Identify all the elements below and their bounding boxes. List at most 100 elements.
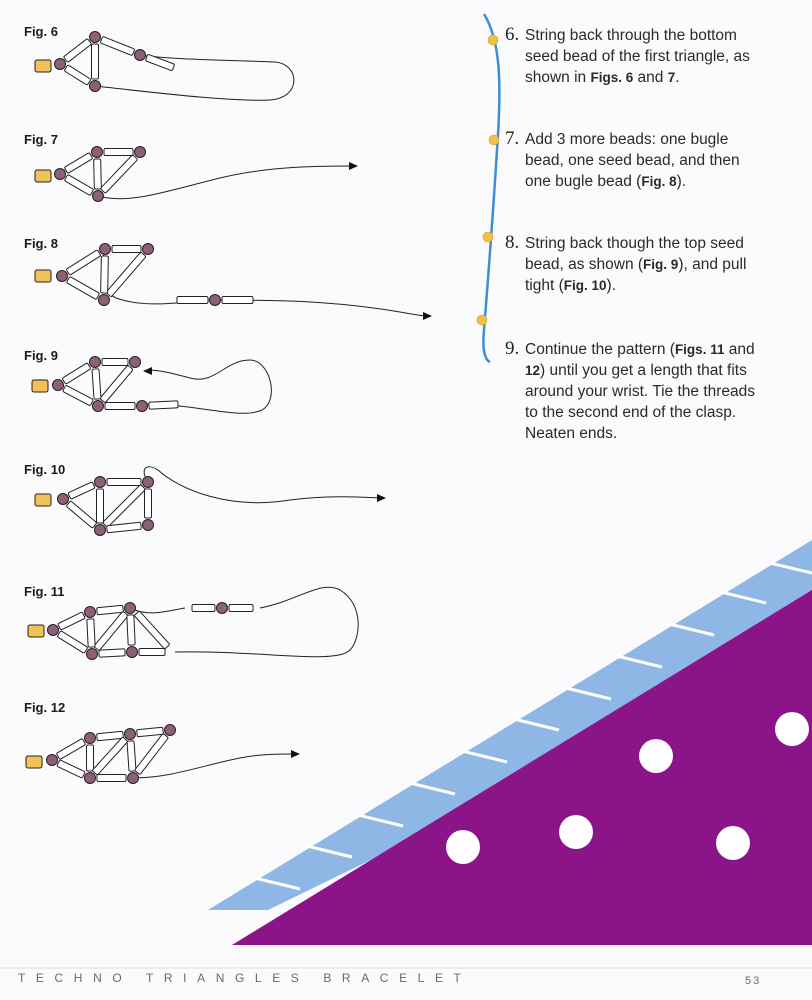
bugle-bead [106, 478, 142, 486]
step-8-line-2: bead, as shown (Fig. 9), and pull [505, 254, 795, 275]
seed-bead [124, 728, 136, 740]
step-9-ref-2: 12 [525, 363, 541, 378]
arrow-icon [143, 367, 152, 375]
bugle-bead [96, 774, 127, 782]
bugle-bead [63, 38, 92, 63]
bugle-bead [126, 614, 136, 646]
step-7-line-2: bead, one seed bead, and then [525, 152, 740, 169]
purple-triangle [232, 590, 812, 945]
step-7-ref: Fig. 8 [641, 174, 677, 189]
bugle-bead [86, 744, 94, 772]
step-8-ref-2: Fig. 10 [563, 278, 607, 293]
flower-icon [487, 34, 499, 46]
step-8-line-3a: tight ( [525, 277, 564, 294]
bugle-bead [62, 385, 94, 406]
bugle-bead [103, 148, 134, 156]
thread-path [141, 359, 272, 414]
bugle-bead [221, 296, 254, 304]
step-7-line-3: one bugle bead (Fig. 8). [505, 171, 795, 192]
fig-12-illustration [25, 724, 300, 784]
bugle-bead [126, 740, 137, 772]
step-8-line-1: String back though the top seed [525, 235, 744, 252]
bugle-bead [66, 249, 101, 276]
step-6-number: 6. [505, 24, 520, 45]
step-9: 9.Continue the pattern (Figs. 11 and 12)… [505, 338, 795, 444]
bugle-bead [138, 648, 166, 656]
bugle-bead [66, 500, 97, 529]
fig-9-illustration [31, 356, 272, 414]
bugle-bead [228, 604, 254, 612]
step-6-line-3: shown in Figs. 6 and 7. [505, 67, 795, 88]
bugle-bead [57, 611, 86, 631]
bugle-bead [100, 255, 109, 294]
bugle-bead [176, 296, 209, 304]
bugle-bead [100, 154, 138, 194]
step-7: 7.Add 3 more beads: one bugle bead, one … [505, 128, 795, 192]
decorative-vine [482, 13, 501, 364]
bugle-bead [144, 488, 152, 519]
step-9-line-2: 12) until you get a length that fits [505, 360, 795, 381]
thread-path [97, 165, 353, 200]
seed-bead [142, 243, 154, 255]
bugle-bead [93, 611, 129, 651]
seed-bead [52, 379, 64, 391]
seed-bead [89, 31, 101, 43]
seed-bead [94, 476, 106, 488]
step-8-line-3b: ). [606, 277, 616, 294]
step-9-ref-1: Figs. 11 [674, 342, 725, 357]
step-8-number: 8. [505, 232, 520, 253]
bugle-bead [148, 400, 179, 410]
step-6-ref-1: Figs. 6 [590, 70, 634, 85]
vine-flowers [476, 34, 500, 326]
fig-10-illustration [34, 466, 386, 536]
fig-8-illustration [34, 243, 432, 320]
seed-bead [94, 524, 106, 536]
fig-11-label: Fig. 11 [24, 584, 65, 599]
footer-title: TECHNO TRIANGLES BRACELET [18, 971, 472, 985]
seed-bead [129, 356, 141, 368]
step-9-line-2-text: ) until you get a length that fits [540, 362, 747, 379]
bugle-bead [86, 618, 96, 648]
seed-bead [124, 602, 136, 614]
bugle-bead [111, 245, 142, 253]
step-8: 8. String back though the top seed bead, … [505, 232, 795, 296]
band-stripes [254, 561, 812, 891]
thread-path [143, 466, 381, 504]
bugle-bead [67, 481, 96, 500]
bugle-bead [93, 158, 102, 190]
arrow-icon [291, 750, 300, 758]
step-6-and: and [633, 69, 668, 86]
seed-bead [92, 400, 104, 412]
bugle-bead [96, 488, 104, 524]
bugle-bead [191, 604, 216, 612]
bugle-bead [134, 610, 170, 650]
seed-bead [89, 356, 101, 368]
arrow-icon [349, 162, 358, 170]
clasp-icon [34, 169, 52, 183]
bugle-bead [66, 276, 100, 300]
seed-bead [89, 80, 101, 92]
flower-icon [482, 231, 494, 243]
fig-11-illustration [27, 586, 359, 660]
bugle-bead [102, 484, 146, 528]
arrow-icon [377, 494, 386, 502]
arrow-icon [423, 312, 432, 320]
seed-bead [84, 606, 96, 618]
step-6-ref-2: 7 [667, 70, 676, 85]
bugle-bead [134, 733, 169, 775]
fig-7-label: Fig. 7 [24, 132, 58, 147]
step-6: 6.String back through the bottom seed be… [505, 24, 795, 88]
seed-bead [84, 732, 96, 744]
seed-bead [126, 646, 138, 658]
step-6-line-2: seed bead of the first triangle, as [525, 48, 750, 65]
clasp-icon [34, 59, 52, 73]
thread-path [132, 753, 296, 779]
bugle-bead [92, 736, 128, 776]
step-9-line-1a: Continue the pattern ( [525, 341, 675, 358]
bugle-bead [64, 152, 93, 174]
blue-striped-band [208, 540, 812, 910]
seed-bead [134, 146, 146, 158]
bugle-bead [96, 604, 124, 616]
seed-bead [164, 724, 176, 736]
seed-bead [47, 624, 59, 636]
